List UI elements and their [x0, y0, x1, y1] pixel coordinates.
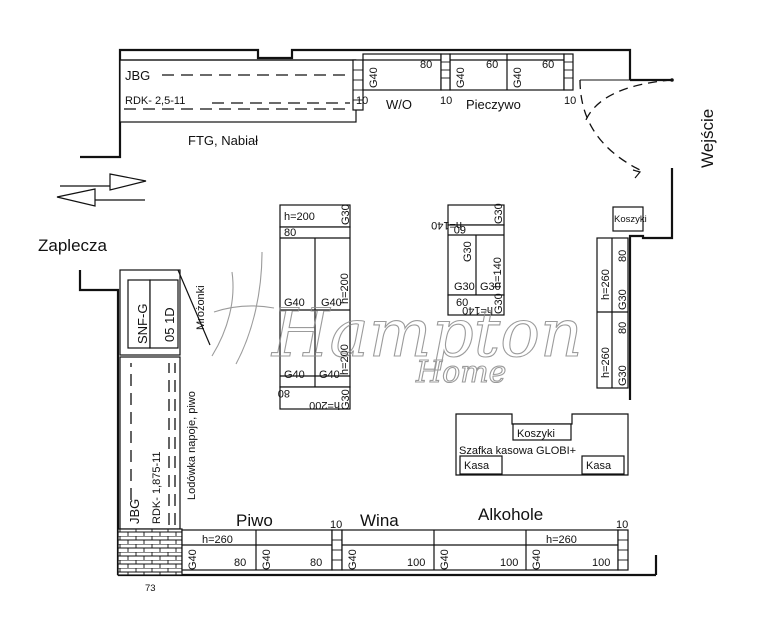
- left-wall-units: [119, 269, 211, 530]
- top-80-wo: 80: [420, 59, 432, 71]
- gondola-a-h200-bot: h=200: [309, 399, 340, 411]
- till-right-label: Kasa: [586, 460, 612, 472]
- baskets-small-label: Koszyki: [614, 214, 647, 225]
- gondola-b-h140-bot: h=140: [462, 304, 493, 316]
- backroom-label: Zaplecza: [38, 236, 108, 255]
- beer-g40-b: G40: [261, 549, 273, 570]
- top-10-mid: 10: [440, 95, 452, 107]
- jbg-left-label: JBG: [127, 499, 142, 524]
- entrance-label: Wejście: [698, 109, 717, 168]
- gondola-a-g40-right-top: G40: [321, 297, 342, 309]
- top-g40-bakery-a: G40: [455, 67, 467, 88]
- alcohol-g40-a: G40: [439, 549, 451, 570]
- brick-pillar: [117, 528, 183, 576]
- alcohol-100-b: 100: [592, 557, 610, 569]
- till-left-label: Kasa: [464, 460, 490, 472]
- watermark-brand: Hampton: [271, 295, 583, 372]
- top-g40-bakery-b: G40: [512, 67, 524, 88]
- checkout-cabinet-label: Szafka kasowa GLOBI+: [459, 445, 576, 457]
- top-60-bakery-a: 60: [486, 59, 498, 71]
- checkout-area: [455, 413, 629, 476]
- hampton-home-watermark: Hampton Home: [211, 251, 583, 391]
- alcohol-100-a: 100: [500, 557, 518, 569]
- snfg-label: SNF-G: [135, 304, 150, 344]
- bottom-10-left: 10: [330, 519, 342, 531]
- bakery-label: Pieczywo: [466, 97, 521, 112]
- alcohol-label: Alkohole: [478, 505, 543, 524]
- gondola-a-h200-top: h=200: [284, 211, 315, 223]
- entrance-door: [579, 78, 674, 179]
- snfg-model-label: 05 1D: [162, 307, 177, 342]
- top-g40-wo: G40: [368, 67, 380, 88]
- gondola-b-h140-right: h=140: [492, 257, 504, 288]
- gondola-a-g40-left-top: G40: [284, 297, 305, 309]
- right-80-bot: 80: [617, 322, 629, 334]
- top-shelves: [362, 53, 574, 91]
- right-80-top: 80: [617, 250, 629, 262]
- drinks-fridge-label: Lodówka napoje, piwo: [186, 391, 198, 500]
- beer-h260: h=260: [202, 534, 233, 546]
- gondola-b-g30-right: G30: [480, 281, 501, 293]
- watermark-sub: Home: [415, 355, 506, 390]
- right-g30-bot: G30: [617, 365, 629, 386]
- top-10-left: 10: [356, 95, 368, 107]
- ftg-dairy-label: FTG, Nabiał: [188, 133, 258, 148]
- gondola-a-80-top: 80: [284, 227, 296, 239]
- gondola-a-g30-top: G30: [340, 204, 352, 225]
- gondola-b-h140-top: h=140: [431, 219, 462, 231]
- gondola-a-80-bot: 80: [278, 387, 290, 399]
- rdk-left-label: RDK- 1,875-11: [151, 451, 163, 524]
- wine-g40: G40: [347, 549, 359, 570]
- gondola-b-g30-bot: G30: [493, 293, 505, 314]
- gondola-a-h200-right: h=200: [339, 273, 351, 304]
- top-fridge-jbg: [119, 59, 364, 123]
- right-wall-shelf: [596, 206, 644, 389]
- gondola-a-g40-right-bot: G40: [319, 369, 340, 381]
- gondola-b-g30-left-top: G30: [462, 241, 474, 262]
- rdk-top-label: RDK- 2,5-11: [125, 95, 185, 107]
- wine-label: Wina: [360, 511, 399, 530]
- right-h260-top: h=260: [600, 269, 612, 300]
- bottom-10-right: 10: [616, 519, 628, 531]
- beer-label: Piwo: [236, 511, 273, 530]
- pillar-73-label: 73: [145, 583, 156, 594]
- beer-80-b: 80: [310, 557, 322, 569]
- bottom-shelves: [181, 529, 629, 571]
- right-h260-bot: h=260: [600, 347, 612, 378]
- gondola-b-60-bot: 60: [456, 297, 468, 309]
- gondola-b-60-top: 60: [454, 223, 466, 235]
- gondola-a-g30-bot: G30: [340, 389, 352, 410]
- gondola-a: [279, 204, 351, 410]
- wine-100: 100: [407, 557, 425, 569]
- jbg-top-label: JBG: [125, 68, 150, 83]
- beer-80-a: 80: [234, 557, 246, 569]
- baskets-checkout-label: Koszyki: [517, 428, 555, 440]
- passage-arrows: [56, 173, 147, 207]
- gondola-b: [447, 204, 505, 316]
- top-60-bakery-b: 60: [542, 59, 554, 71]
- freezers-label: Mrożonki: [195, 285, 207, 330]
- gondola-b-g30-left: G30: [454, 281, 475, 293]
- alcohol-h260: h=260: [546, 534, 577, 546]
- wo-label: W/O: [386, 97, 412, 112]
- beer-g40-a: G40: [187, 549, 199, 570]
- top-10-right: 10: [564, 95, 576, 107]
- gondola-a-g40-left-bot: G40: [284, 369, 305, 381]
- right-g30-top: G30: [617, 289, 629, 310]
- alcohol-g40-b: G40: [531, 549, 543, 570]
- gondola-a-h200-left: h=200: [339, 344, 351, 375]
- gondola-b-g30-top: G30: [493, 203, 505, 224]
